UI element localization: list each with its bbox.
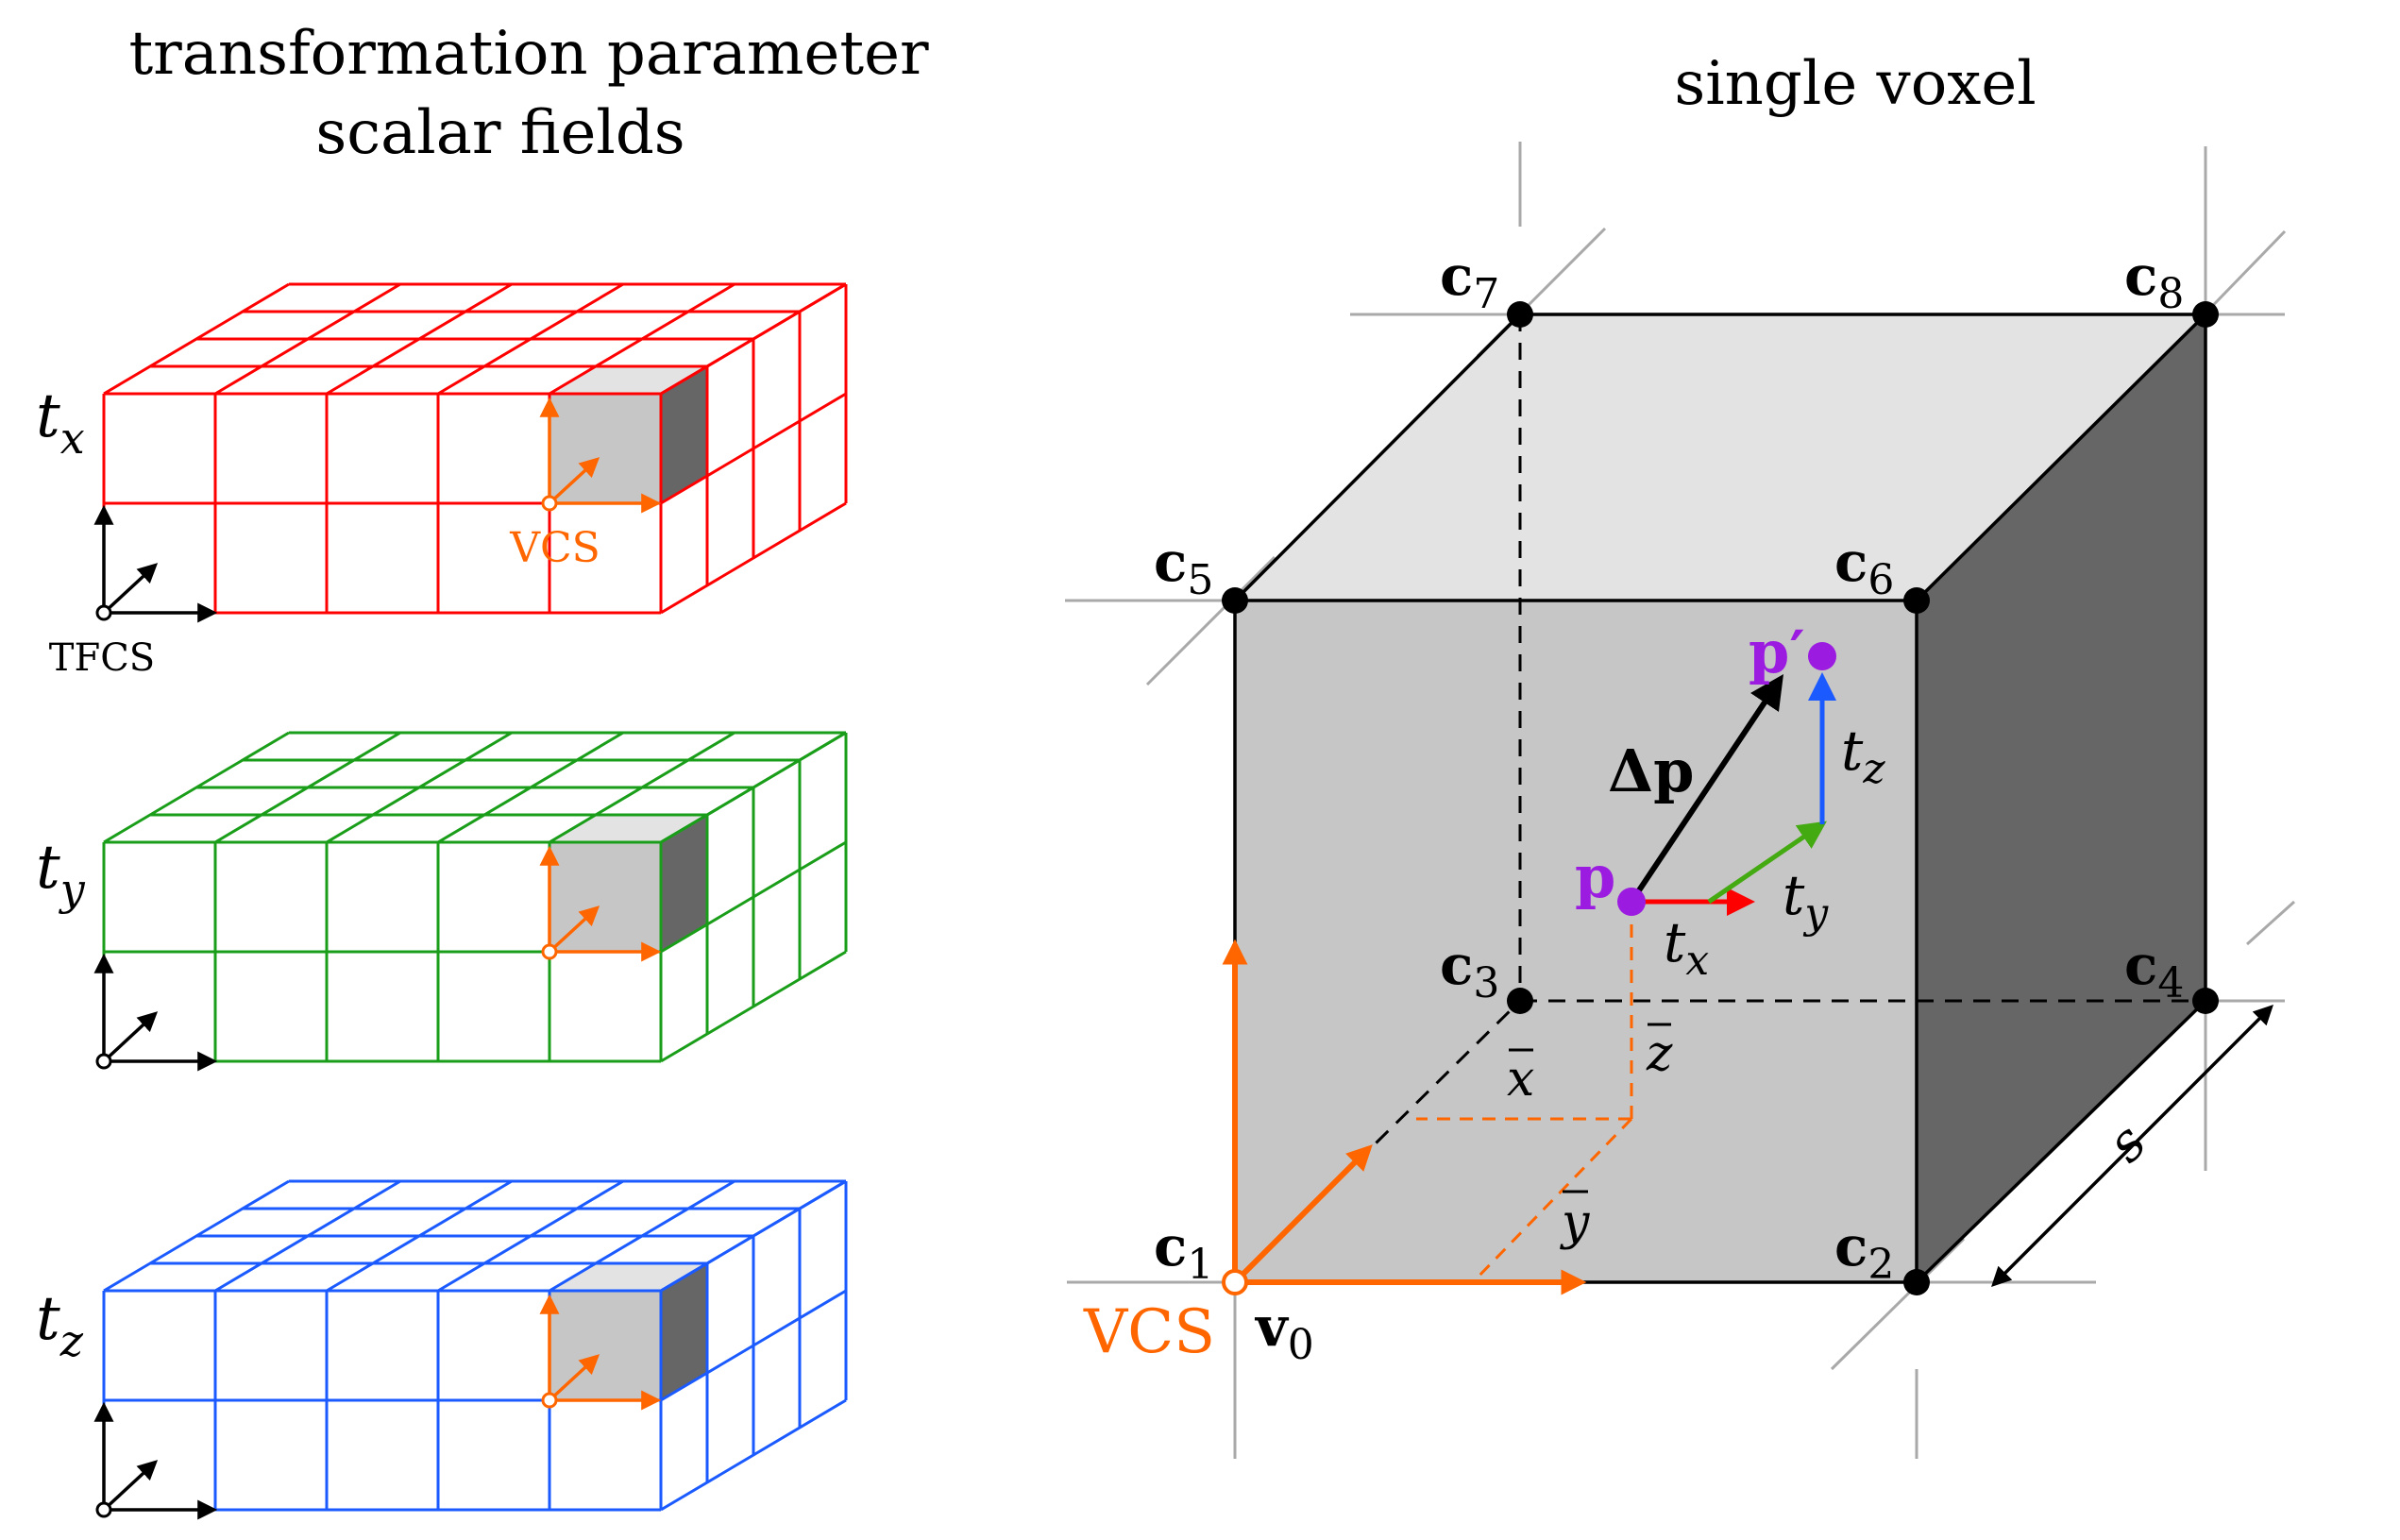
field-label-tx: tx: [36, 381, 85, 464]
corner-label-c3: c3: [1440, 933, 1499, 1007]
voxel-side-shade: [661, 1263, 707, 1400]
corner-label-c5: c5: [1154, 530, 1213, 604]
vcs-axes: [539, 1294, 662, 1411]
voxel-top-shade: [549, 815, 707, 842]
tx-label: tx: [1664, 910, 1709, 985]
corner-label-c1: c1: [1154, 1214, 1213, 1289]
right-title: single voxel: [1674, 49, 2036, 119]
voxel-side-shade: [661, 815, 707, 952]
point-p-label: p: [1575, 842, 1615, 911]
point-p-prime-label: p′: [1749, 618, 1805, 686]
corner-label-c8: c8: [2124, 244, 2184, 318]
voxel-vcs-label: VCS: [1083, 1297, 1215, 1367]
ty-label: ty: [1783, 863, 1829, 938]
scalar-field-grid-y: [93, 731, 848, 1072]
tfcs-origin-marker: [95, 1053, 112, 1070]
tfcs-origin-marker: [95, 604, 112, 621]
corner-label-c2: c2: [1834, 1214, 1894, 1289]
voxel-size-arrow: [1991, 1005, 2273, 1287]
scalar-field-grid-x: [93, 282, 848, 623]
field-label-ty: ty: [36, 833, 86, 915]
tfcs-label: TFCS: [49, 636, 155, 680]
tz-label: tz: [1841, 719, 1885, 793]
delta-p-arrow: [1629, 674, 1783, 904]
coordinate-construction-lines: [1416, 902, 1633, 1284]
grid-lines: [102, 731, 848, 1063]
vcs-origin-marker: [541, 495, 558, 512]
zbar-label: z: [1646, 1025, 1673, 1082]
tfcs-axes: [93, 953, 218, 1072]
voxel-size-label: s: [2096, 1112, 2158, 1175]
voxel-side-shade: [661, 366, 707, 503]
delta-p-label: Δp: [1608, 736, 1694, 805]
grid-lines: [102, 282, 848, 615]
tfcs-axes: [93, 1401, 218, 1520]
corner-label-c4: c4: [2124, 933, 2184, 1007]
vcs-y-axis: [1232, 1144, 1373, 1285]
scalar-field-grid-z: [93, 1179, 848, 1520]
voxel-front-face: [1235, 601, 1917, 1282]
voxel-top-face: [1235, 314, 2206, 601]
vcs-origin-marker: [541, 943, 558, 960]
corner-label-c7: c7: [1440, 244, 1499, 318]
voxel: [1065, 142, 2296, 1459]
vcs-axes: [539, 845, 662, 962]
left-title-line2: scalar fields: [315, 98, 685, 168]
vcs-origin-marker: [541, 1392, 558, 1409]
ty-arrow: [1707, 821, 1827, 905]
voxel-top-shade: [549, 366, 707, 394]
ybar-label: y: [1560, 1194, 1590, 1251]
tfcs-axes: [93, 504, 218, 623]
field-label-tz: tz: [36, 1284, 84, 1366]
origin-label-v0: v0: [1254, 1295, 1314, 1369]
voxel-top-shade: [549, 1263, 707, 1291]
xbar-label: x: [1507, 1051, 1534, 1108]
field-vcs-label: VCS: [509, 524, 600, 572]
tfcs-origin-marker: [95, 1501, 112, 1518]
left-title-line1: transformation parameter: [128, 19, 929, 89]
corner-label-c6: c6: [1834, 530, 1894, 604]
vcs-axes: [539, 397, 662, 514]
vcs-origin-marker: [1222, 1269, 1248, 1295]
corner-markers: [1222, 301, 2219, 1295]
scalar-field-stack: [93, 282, 848, 1520]
grid-lines: [102, 1179, 848, 1512]
point-p-prime: [1808, 642, 1836, 670]
point-p: [1617, 888, 1646, 916]
